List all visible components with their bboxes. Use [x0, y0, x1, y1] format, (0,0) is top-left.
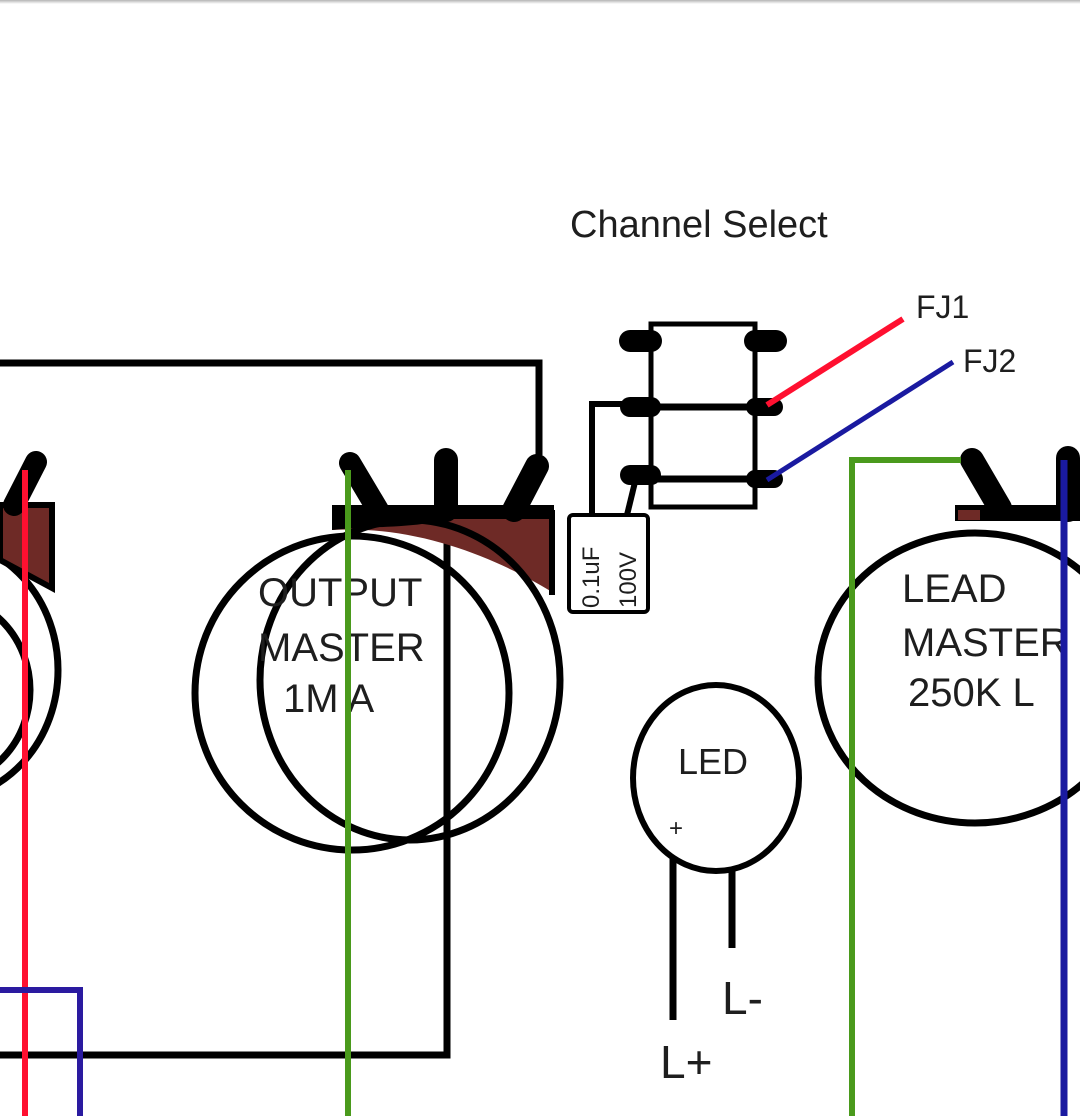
left-pot-shaft-circle — [0, 614, 34, 766]
output-master-lug-1 — [339, 452, 389, 521]
lead-master-circle — [814, 529, 1080, 827]
lead-master-label-line-2: MASTER — [902, 621, 1069, 665]
capacitor-body — [567, 513, 650, 614]
capacitor: 0.1uF 100V — [567, 513, 650, 614]
output-master-pot-body — [332, 510, 552, 592]
capacitor-voltage: 100V — [615, 552, 642, 608]
left-pot-body-circle — [0, 553, 62, 787]
capacitor-value: 0.1uF — [578, 547, 605, 608]
fj2-wire — [765, 359, 955, 483]
led-polarity-mark: + — [669, 815, 683, 842]
led-lead-negative-label: L- — [722, 972, 763, 1024]
window-top-border — [0, 0, 1080, 4]
blue-wire-bottom-left — [0, 987, 83, 1116]
colored-wires — [0, 457, 1068, 1116]
switch-to-capacitor-wire — [589, 401, 630, 515]
output-master-pot: OUTPUT MASTER 1M A — [191, 448, 564, 854]
lead-master-label-line-3: 250K L — [908, 671, 1035, 715]
fj2-label: FJ2 — [963, 343, 1016, 379]
fj1-wire — [765, 316, 905, 408]
output-master-lug-3 — [502, 454, 549, 522]
output-master-label-line-1: OUTPUT — [258, 571, 422, 615]
output-master-label-line-3: 1M A — [283, 677, 374, 721]
fj1-label: FJ1 — [916, 289, 969, 325]
green-wire-lead-master — [849, 457, 961, 1116]
switch-to-capacitor-lead — [624, 477, 639, 516]
output-master-label-line-2: MASTER — [258, 626, 425, 670]
led: LED + L- L+ — [630, 682, 802, 1088]
lead-master-lug-1 — [960, 448, 1012, 520]
lead-master-pot: LEAD MASTER 250K L — [814, 446, 1080, 827]
lead-master-pot-body-sliver — [958, 510, 980, 520]
lead-master-pot-bracket — [955, 505, 1080, 521]
left-pot — [0, 451, 62, 787]
lead-master-label-line-1: LEAD — [902, 567, 1007, 611]
channel-select-label: Channel Select — [570, 204, 828, 246]
channel-select-switch: Channel Select — [570, 204, 828, 516]
output-master-inner-circle — [191, 532, 513, 854]
led-lead-positive-label: L+ — [660, 1036, 712, 1088]
led-label: LED — [678, 741, 748, 782]
bottom-return-wire — [0, 525, 451, 1059]
black-wires — [0, 359, 543, 1059]
fj-wires: FJ1 FJ2 — [765, 289, 1016, 483]
led-circle — [630, 682, 802, 874]
top-wire-to-output-master — [0, 359, 543, 455]
